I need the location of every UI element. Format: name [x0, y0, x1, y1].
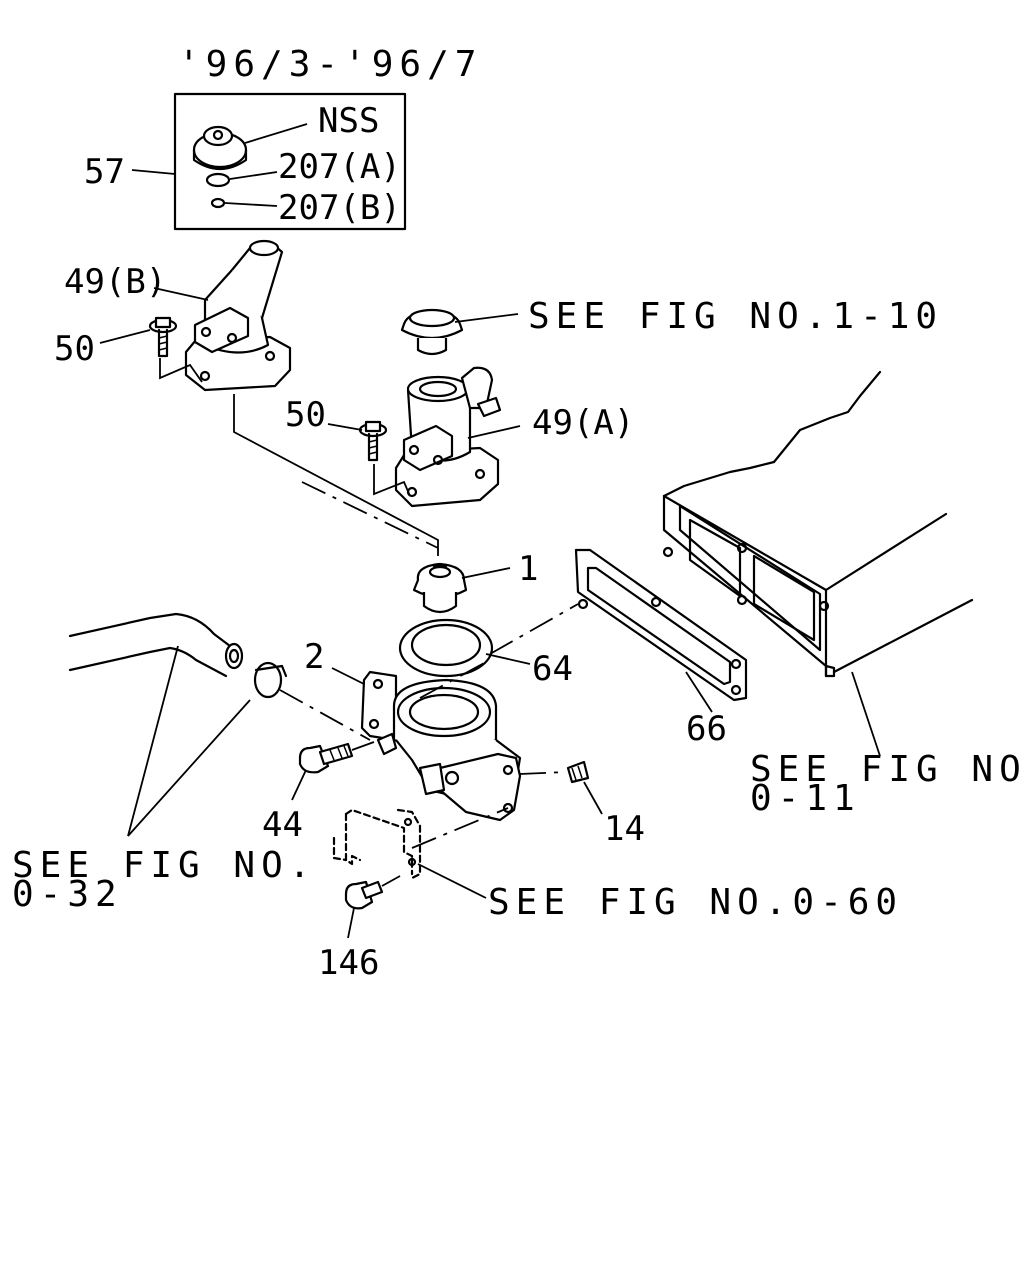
outlet-housing-49b-part [184, 239, 292, 392]
thermostat-part [412, 562, 468, 614]
ref-fig-0-11-line2: 0-11 [750, 778, 861, 819]
inset-box-57: NSS 207(A) 207(B) [173, 92, 407, 231]
o-ring-207a-part [205, 172, 231, 188]
callout-64: 64 [532, 649, 573, 689]
callout-49b: 49(B) [64, 262, 166, 302]
callout-207a: 207(A) [278, 147, 401, 187]
callout-1: 1 [518, 549, 538, 589]
o-ring-207b-part [210, 197, 226, 209]
callout-2: 2 [304, 637, 324, 677]
gasket-66-part [574, 548, 748, 702]
ref-fig-0-60: SEE FIG NO.0-60 [488, 882, 903, 923]
hose-part [68, 612, 244, 678]
callout-nss: NSS [318, 101, 379, 141]
callout-57: 57 [84, 152, 125, 192]
ref-fig-0-32-line1: SEE FIG NO. [12, 845, 316, 886]
radiator-cap-part [400, 308, 464, 356]
bolt-44-part [298, 742, 354, 774]
ref-fig-0-11-line1: SEE FIG NO. [750, 749, 1024, 790]
callout-146: 146 [318, 943, 379, 983]
callout-50-right: 50 [285, 395, 326, 435]
bolt-14-part [566, 760, 590, 784]
callout-44: 44 [262, 805, 303, 845]
callout-66: 66 [686, 709, 727, 749]
callout-50-left: 50 [54, 329, 95, 369]
callout-49a: 49(A) [532, 403, 634, 443]
bracket-part [332, 808, 422, 880]
bolt-50-right-part [358, 420, 411, 497]
nss-cap-part [192, 125, 248, 171]
period-label: '96/3-'96/7 [178, 44, 482, 85]
gasket-ring-64-part [398, 618, 494, 678]
ref-fig-0-32-line2: 0-32 [12, 874, 123, 915]
bolt-146-part [344, 875, 401, 910]
callout-207b: 207(B) [278, 188, 401, 228]
bolt-50-left-part [148, 316, 203, 383]
thermostat-housing-2-part [360, 670, 522, 822]
engine-block-part [662, 370, 974, 678]
inlet-housing-49a-part [394, 366, 502, 508]
callout-14: 14 [604, 809, 645, 849]
hose-clamp-part [253, 661, 288, 699]
ref-fig-1-10: SEE FIG NO.1-10 [528, 296, 943, 337]
